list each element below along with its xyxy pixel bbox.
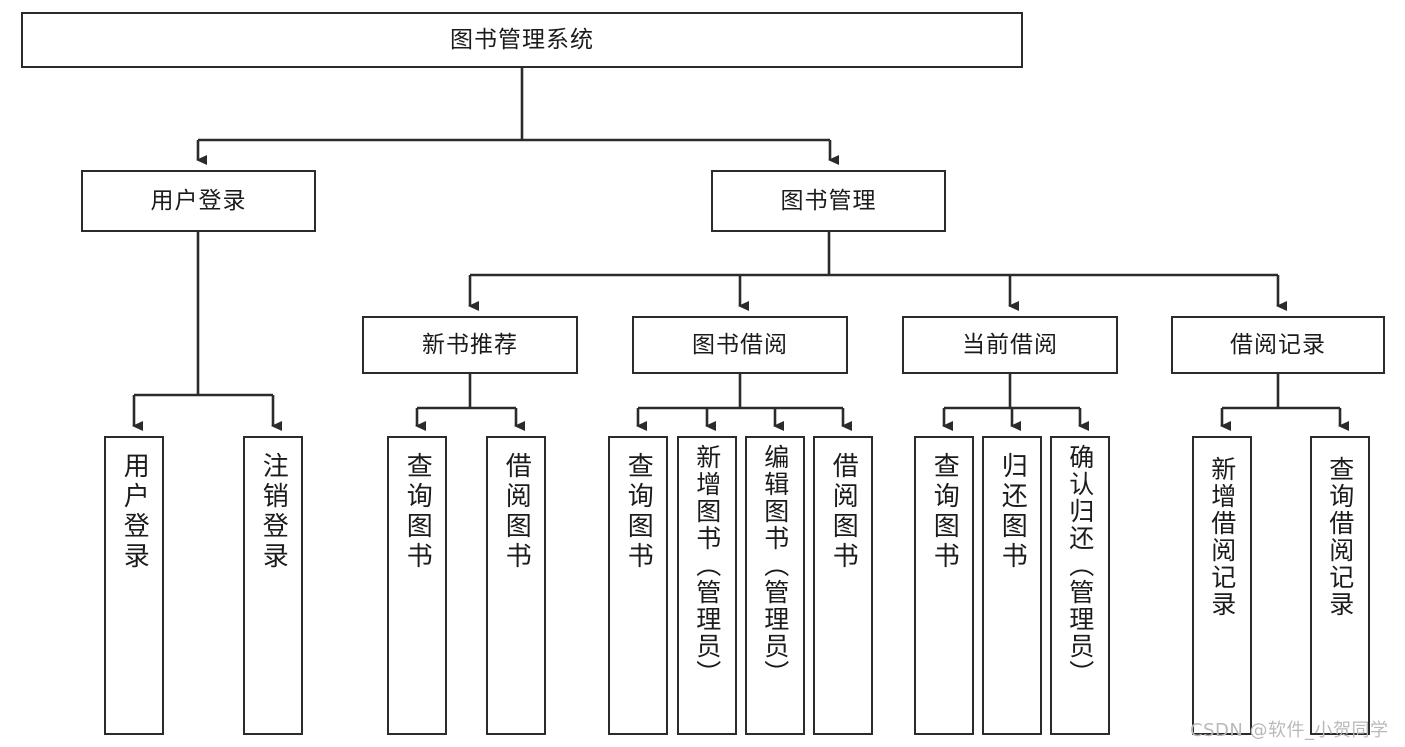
node-book-borrow[interactable]: 图书借阅 bbox=[632, 316, 848, 374]
node-root[interactable]: 图书管理系统 bbox=[21, 12, 1023, 68]
node-borrow-record-label: 借阅记录 bbox=[1230, 331, 1326, 358]
leaf-query-book-3[interactable]: 查询图书 bbox=[914, 436, 974, 735]
leaf-confirm-return[interactable]: 确认归还（管理员） bbox=[1050, 436, 1110, 735]
leaf-query-book-1[interactable]: 查询图书 bbox=[387, 436, 447, 735]
node-root-label: 图书管理系统 bbox=[450, 26, 594, 53]
leaf-query-book-2[interactable]: 查询图书 bbox=[608, 436, 668, 735]
node-book-manage-label: 图书管理 bbox=[780, 187, 877, 214]
node-current-borrow[interactable]: 当前借阅 bbox=[902, 316, 1118, 374]
node-current-borrow-label: 当前借阅 bbox=[962, 331, 1058, 358]
leaf-user-login[interactable]: 用户登录 bbox=[104, 436, 164, 735]
leaf-edit-book[interactable]: 编辑图书（管理员） bbox=[745, 436, 805, 735]
leaf-borrow-book-2[interactable]: 借阅图书 bbox=[813, 436, 873, 735]
leaf-add-book[interactable]: 新增图书（管理员） bbox=[677, 436, 737, 735]
node-new-book-rec[interactable]: 新书推荐 bbox=[362, 316, 578, 374]
leaf-add-record-label: 新增借阅记录 bbox=[1207, 456, 1237, 618]
leaf-user-login-label: 用户登录 bbox=[119, 452, 150, 572]
node-book-borrow-label: 图书借阅 bbox=[692, 331, 788, 358]
node-user-login[interactable]: 用户登录 bbox=[81, 170, 316, 232]
node-new-book-rec-label: 新书推荐 bbox=[422, 331, 518, 358]
leaf-query-record-label: 查询借阅记录 bbox=[1325, 456, 1355, 618]
leaf-add-record[interactable]: 新增借阅记录 bbox=[1192, 436, 1252, 735]
leaf-return-book[interactable]: 归还图书 bbox=[982, 436, 1042, 735]
watermark: CSDN @软件_小贺同学 bbox=[1190, 720, 1389, 741]
leaf-query-book-3-label: 查询图书 bbox=[929, 452, 960, 572]
leaf-logout-label: 注销登录 bbox=[258, 452, 289, 572]
leaf-confirm-return-label: 确认归还（管理员） bbox=[1065, 444, 1095, 687]
leaf-borrow-book-1-label: 借阅图书 bbox=[501, 452, 532, 572]
leaf-query-book-2-label: 查询图书 bbox=[623, 452, 654, 572]
leaf-logout[interactable]: 注销登录 bbox=[243, 436, 303, 735]
leaf-return-book-label: 归还图书 bbox=[997, 452, 1028, 572]
leaf-borrow-book-2-label: 借阅图书 bbox=[828, 452, 859, 572]
leaf-edit-book-label: 编辑图书（管理员） bbox=[760, 444, 790, 687]
leaf-borrow-book-1[interactable]: 借阅图书 bbox=[486, 436, 546, 735]
leaf-query-book-1-label: 查询图书 bbox=[402, 452, 433, 572]
node-borrow-record[interactable]: 借阅记录 bbox=[1171, 316, 1385, 374]
node-book-manage[interactable]: 图书管理 bbox=[711, 170, 946, 232]
leaf-query-record[interactable]: 查询借阅记录 bbox=[1310, 436, 1370, 735]
node-user-login-label: 用户登录 bbox=[150, 187, 247, 214]
leaf-add-book-label: 新增图书（管理员） bbox=[692, 444, 722, 687]
